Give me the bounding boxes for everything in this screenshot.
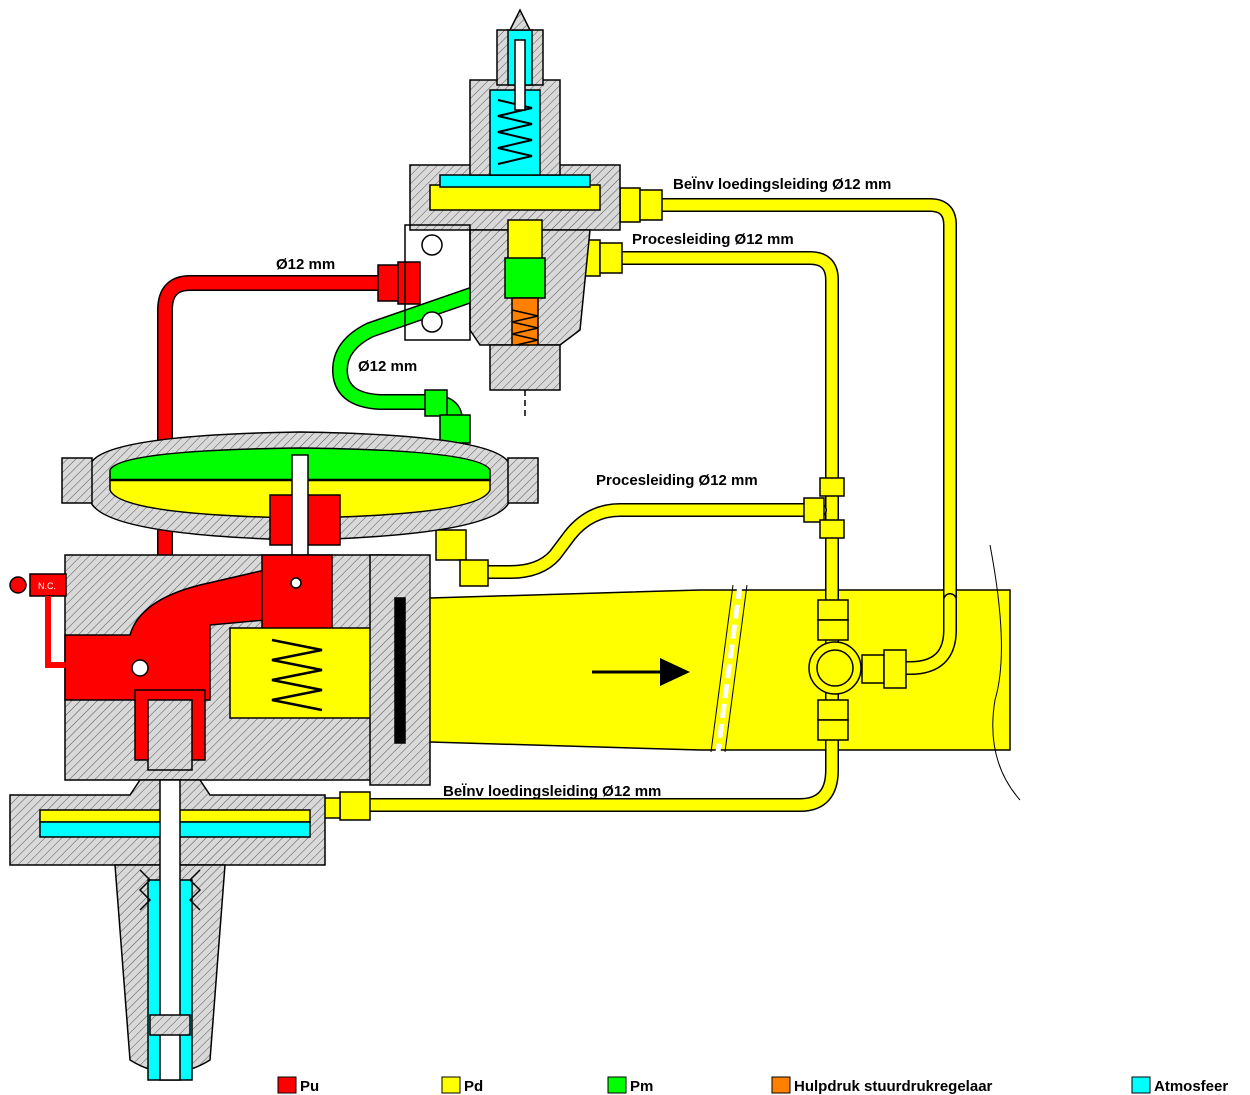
legend-label-atm: Atmosfeer: [1154, 1078, 1228, 1095]
legend-swatch-pd: [441, 1076, 461, 1094]
main-valve-body: [64, 554, 431, 786]
legend-item-pu: Pu: [277, 1076, 319, 1095]
legend-swatch-aux: [771, 1076, 791, 1094]
pipe-cut-mark-2: [724, 584, 748, 753]
nc-valve: [9, 573, 67, 668]
legend: Pu Pd Pm Hulpdruk stuurdrukregelaar Atmo…: [277, 1076, 1228, 1095]
legend-swatch-pu: [277, 1076, 297, 1094]
flow-arrow-head: [660, 658, 690, 686]
pilot-regulator: [404, 8, 621, 420]
label-process-mid: Procesleiding Ø12 mm: [596, 472, 758, 489]
pipe-cut-mark-3: [710, 584, 734, 753]
legend-label-aux: Hulpdruk stuurdrukregelaar: [794, 1078, 993, 1095]
pipe-break-line: [989, 544, 1021, 801]
label-sensing-bottom: BeÏnv loedingsleiding Ø12 mm: [443, 783, 661, 800]
legend-item-pm: Pm: [607, 1076, 653, 1095]
legend-item-atm: Atmosfeer: [1131, 1076, 1228, 1095]
label-green-pipe: Ø12 mm: [358, 358, 417, 375]
label-process-top: Procesleiding Ø12 mm: [632, 231, 794, 248]
legend-swatch-atm: [1131, 1076, 1151, 1094]
yellow-fittings: [309, 187, 907, 821]
legend-item-aux: Hulpdruk stuurdrukregelaar: [771, 1076, 993, 1095]
nc-label: N.C.: [38, 581, 56, 591]
label-red-pipe: Ø12 mm: [276, 256, 335, 273]
bottom-regulator: [9, 779, 326, 1081]
legend-label-pd: Pd: [464, 1078, 483, 1095]
red-pipe: [157, 275, 380, 560]
label-sensing-top: BeÏnv loedingsleiding Ø12 mm: [673, 176, 891, 193]
legend-item-pd: Pd: [441, 1076, 483, 1095]
red-pipe-fitting: [377, 264, 401, 302]
legend-swatch-pm: [607, 1076, 627, 1094]
legend-label-pm: Pm: [630, 1078, 653, 1095]
legend-label-pu: Pu: [300, 1078, 319, 1095]
pipe-cut-mark-1: [715, 584, 743, 753]
